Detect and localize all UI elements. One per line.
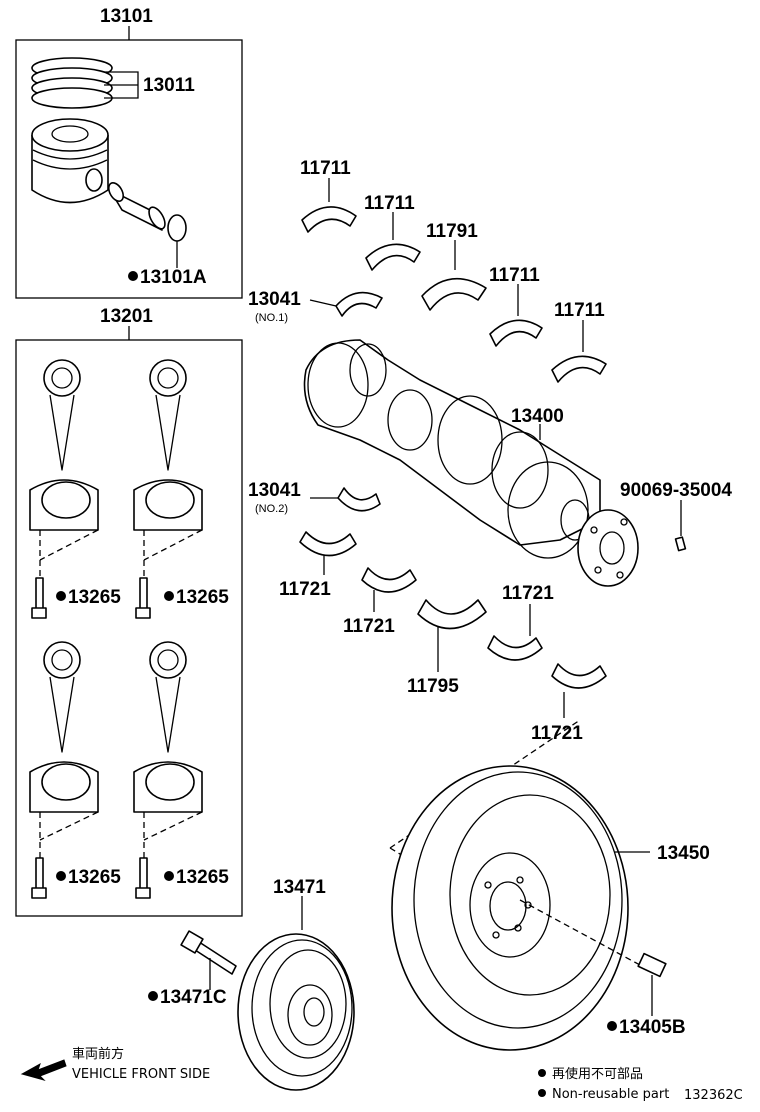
label-conrod-bolt-2: 13265 [176, 587, 229, 608]
label-thrust-washer-2: 13041 [248, 480, 301, 501]
diagram-id: 132362C [684, 1088, 743, 1103]
nonreuse-dot [164, 591, 174, 601]
piston-pin [107, 182, 166, 231]
label-conrod-bolt-1: 13265 [68, 587, 121, 608]
legend-front-jp: 車両前方 [72, 1046, 124, 1062]
legend-dot [538, 1089, 546, 1097]
nonreuse-dot [607, 1021, 617, 1031]
crank-flange [577, 509, 639, 587]
pulley-bolt [180, 930, 237, 990]
label-bearing-upper-3: 11791 [426, 221, 478, 242]
snap-ring [167, 214, 187, 242]
bearing-lower-thrust [417, 599, 487, 672]
label-pulley-bolt: 13471C [160, 987, 227, 1008]
bearing-lower-4 [551, 663, 607, 718]
thrust-washer-2 [310, 487, 381, 512]
label-bearing-lower-3: 11721 [502, 583, 554, 604]
nonreuse-dot [148, 991, 158, 1001]
bearing-upper-4 [489, 284, 543, 347]
label-pulley: 13471 [273, 877, 326, 898]
conrod-3 [29, 641, 99, 899]
label-conrod-bolt-3: 13265 [68, 867, 121, 888]
label-piston-pin-ring: 13101A [140, 267, 207, 288]
bearing-lower-3 [487, 604, 543, 661]
label-pin: 90069-35004 [620, 480, 732, 501]
label-thrust-washer-2-sub: (NO.2) [255, 503, 288, 515]
legend-nonreuse-jp: 再使用不可部品 [552, 1066, 643, 1082]
label-piston-set: 13101 [100, 6, 153, 27]
legend-nonreuse-en: Non-reusable part [552, 1087, 669, 1102]
nonreuse-dot [56, 591, 66, 601]
nonreuse-dot [128, 271, 138, 281]
label-bearing-upper-2: 11711 [364, 193, 415, 214]
label-bearing-upper-1: 11711 [300, 158, 351, 179]
label-bearing-upper-5: 11711 [554, 300, 605, 321]
crank-pulley [237, 896, 355, 1091]
label-flywheel: 13450 [657, 843, 710, 864]
conrod-1 [29, 359, 99, 619]
bearing-upper-5 [551, 320, 607, 383]
label-flywheel-bolt: 13405B [619, 1017, 686, 1038]
front-arrow-icon [20, 1059, 67, 1081]
legend-dot [538, 1069, 546, 1077]
label-bearing-lower-1: 11721 [279, 579, 331, 600]
label-bearing-lower-4: 11721 [531, 723, 583, 744]
flywheel-bolt [519, 899, 667, 1016]
crankshaft [303, 339, 601, 559]
label-conrod-bolt-4: 13265 [176, 867, 229, 888]
conrod-4 [133, 641, 203, 899]
label-conrod-set: 13201 [100, 306, 153, 327]
nonreuse-dot [56, 871, 66, 881]
conrod-2 [133, 359, 203, 619]
piston-rings [31, 57, 113, 109]
label-thrust-washer-1-sub: (NO.1) [255, 312, 288, 324]
bearing-upper-3 [421, 240, 487, 311]
piston [31, 118, 109, 204]
bearing-upper-1 [301, 178, 357, 233]
label-bearing-lower-2: 11721 [343, 616, 395, 637]
label-bearing-upper-4: 11711 [489, 265, 540, 286]
bearing-lower-2 [361, 567, 417, 612]
thrust-washer-1 [309, 291, 383, 317]
label-thrust-washer-1: 13041 [248, 289, 301, 310]
label-piston-rings: 13011 [143, 75, 195, 96]
legend-front-en: VEHICLE FRONT SIDE [72, 1067, 210, 1082]
bearing-upper-2 [365, 212, 421, 271]
conrod-set-box [15, 339, 243, 917]
bearing-lower-1 [299, 531, 357, 575]
label-crankshaft: 13400 [511, 406, 564, 427]
flywheel [391, 765, 650, 1051]
label-bearing-lower-thrust: 11795 [407, 676, 459, 697]
dowel-pin [674, 500, 687, 552]
nonreuse-dot [164, 871, 174, 881]
